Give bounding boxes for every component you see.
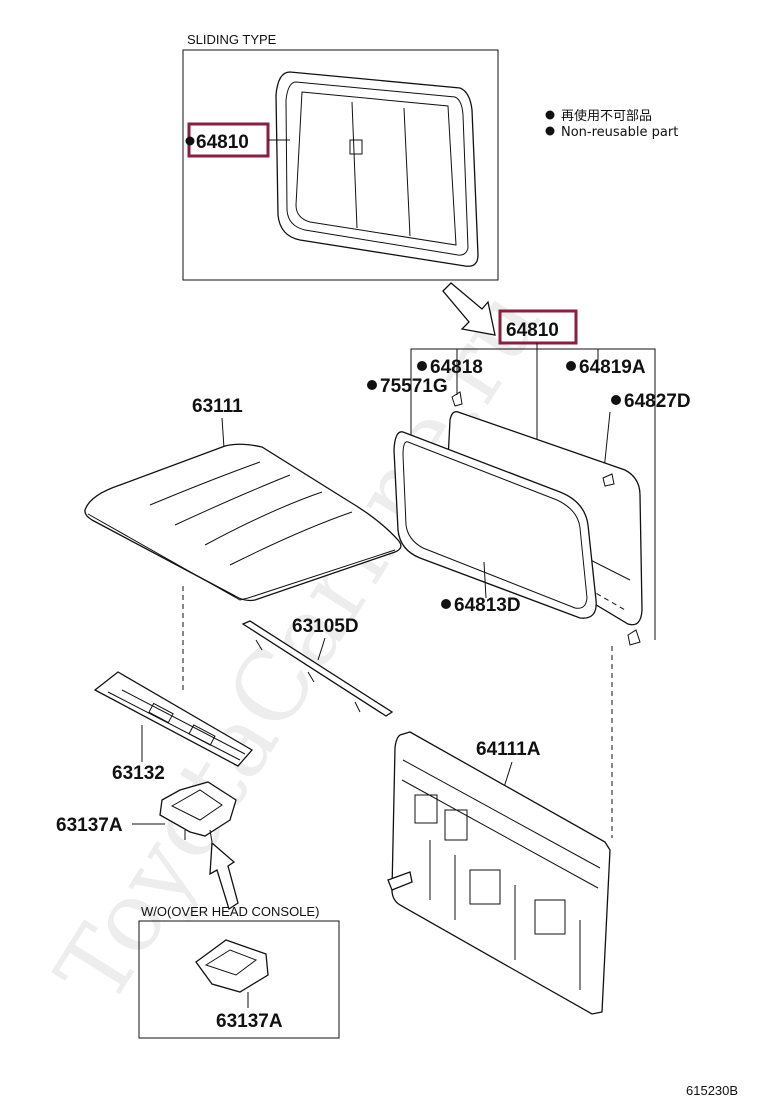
legend-dot-icon [545, 126, 555, 136]
roof-panel-drawing [84, 443, 402, 602]
sliding-window-drawing [275, 71, 479, 267]
label-63132: 63132 [112, 763, 165, 784]
inset-label-64810: 64810 [196, 132, 249, 153]
label-63137A: 63137A [56, 815, 123, 836]
diagram-code: 615230B [686, 1083, 738, 1098]
sliding-type-frame [182, 49, 499, 281]
label-63105D: 63105D [292, 616, 359, 637]
label-64818: 64818 [430, 357, 483, 378]
legend-dot-icon [545, 110, 555, 120]
roof-rail-drawing [93, 671, 254, 767]
label-64813D: 64813D [454, 595, 521, 616]
label-64810: 64810 [506, 320, 559, 341]
label-64819A: 64819A [579, 357, 646, 378]
sliding-type-title: SLIDING TYPE [187, 32, 277, 47]
legend-english: Non-reusable part [561, 125, 678, 140]
wo-overhead-console-title: W/O(OVER HEAD CONSOLE) [141, 904, 319, 919]
roof-header-drawing [241, 620, 394, 717]
highlight-64810 [498, 309, 578, 345]
legend-japanese: 再使用不可部品 [561, 108, 652, 124]
arrow-icon [442, 282, 496, 336]
label-64111A: 64111A [476, 739, 541, 760]
back-panel-drawing [387, 731, 611, 1015]
wo-overhead-console-frame [138, 920, 340, 1039]
weatherstrip-drawing [393, 431, 597, 619]
label-63111: 63111 [192, 396, 243, 417]
non-reusable-dot-icon [185, 136, 195, 146]
alt-bracket-drawing [195, 939, 269, 993]
inset-label-63137A: 63137A [216, 1011, 283, 1032]
console-bracket-drawing [159, 781, 237, 843]
label-75571G: 75571G [380, 376, 448, 397]
label-64827D: 64827D [624, 391, 691, 412]
arrow-icon [209, 841, 239, 911]
